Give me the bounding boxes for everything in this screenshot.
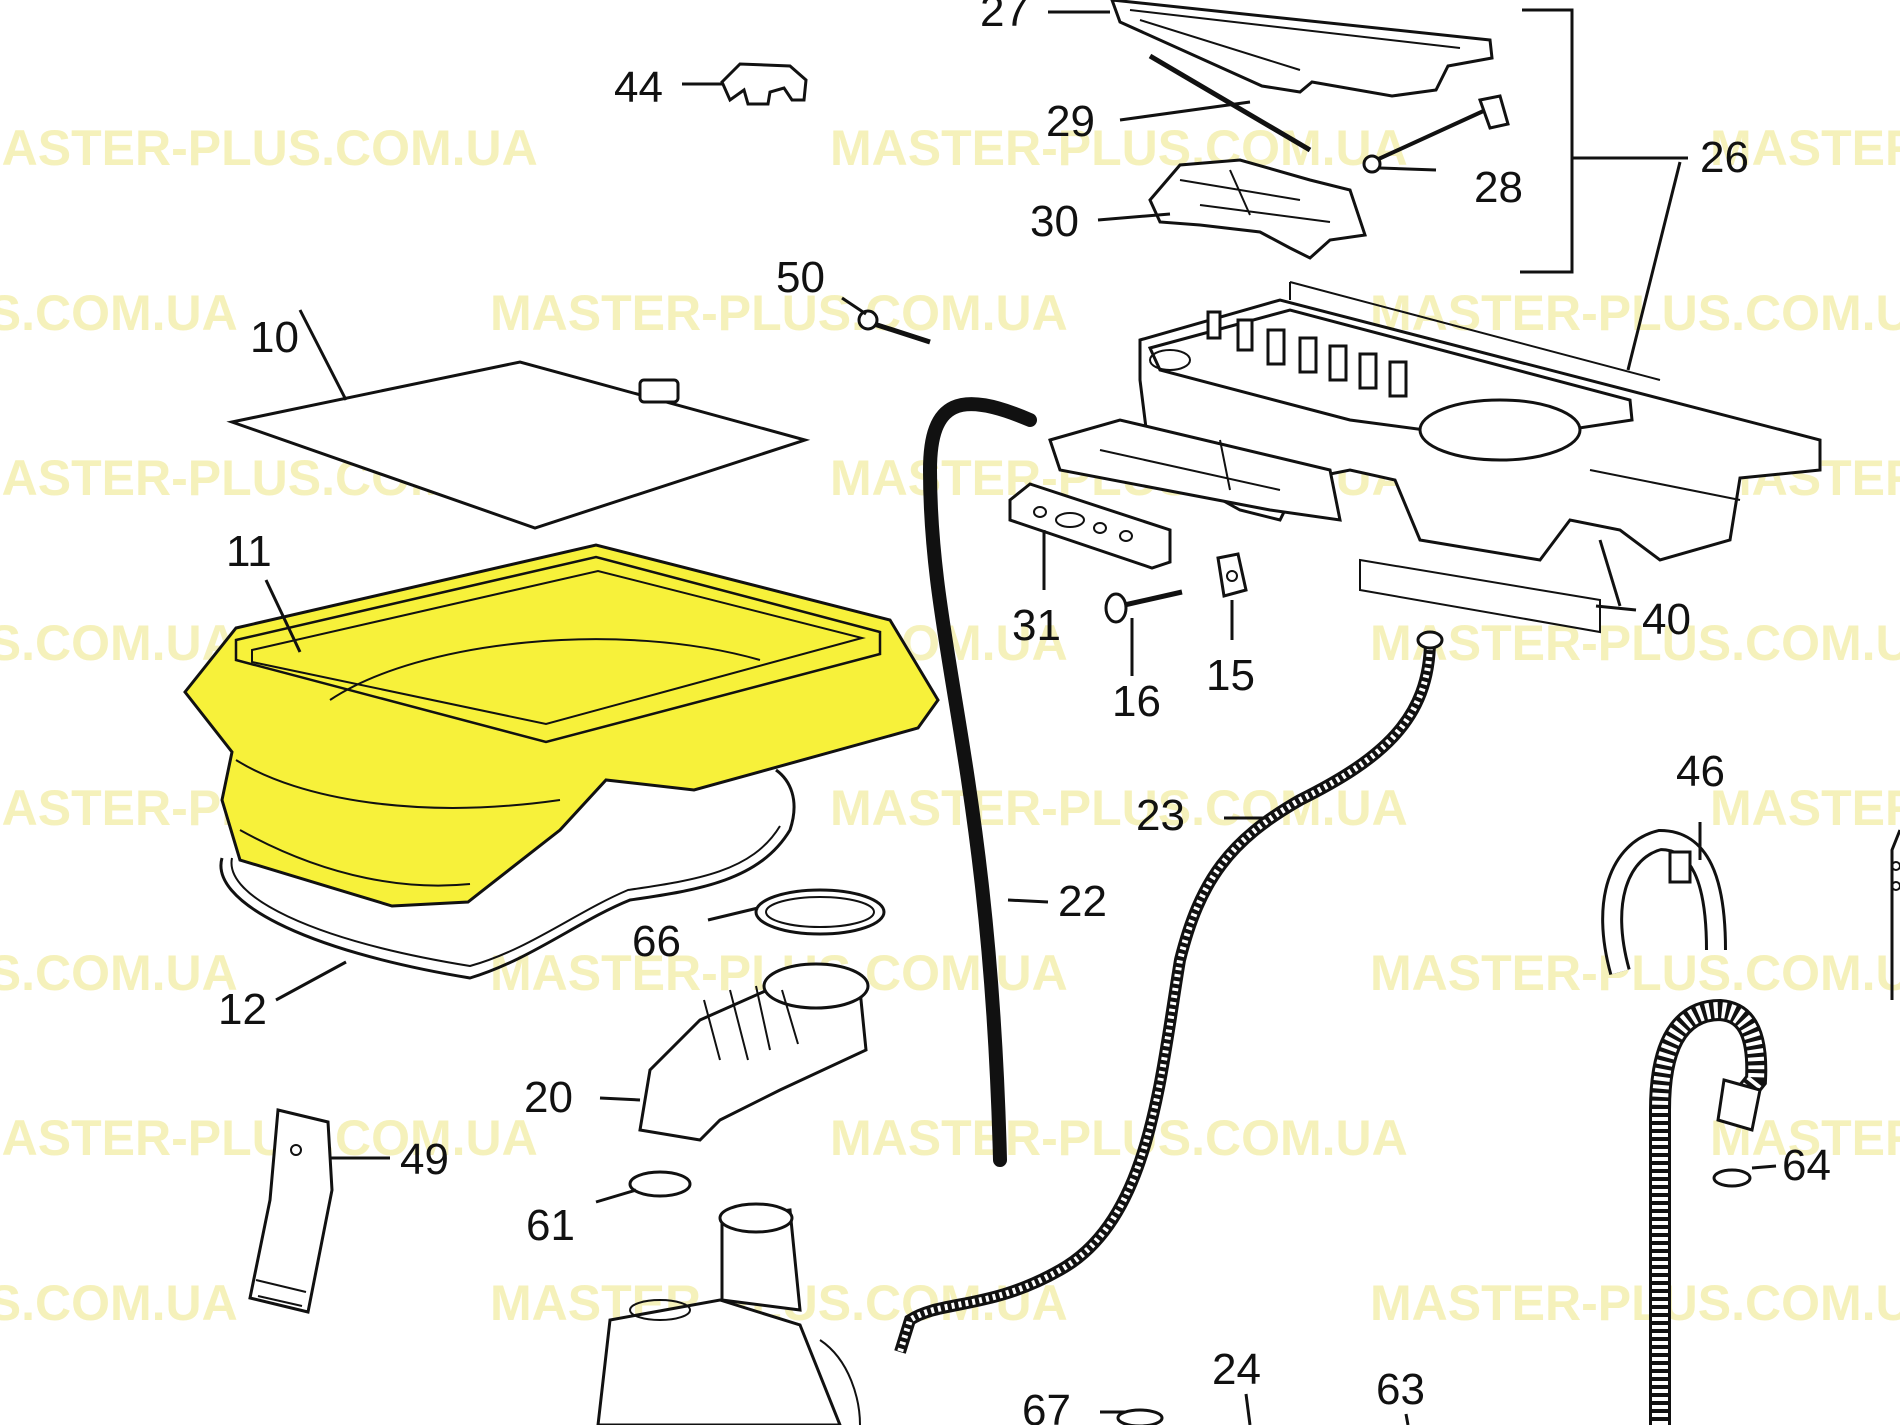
- label-40: 40: [1642, 595, 1691, 644]
- part-20-bellows: [599, 962, 870, 1142]
- label-20: 20: [524, 1073, 573, 1122]
- label-29: 29: [1046, 97, 1095, 146]
- tub-highlight: [183, 543, 940, 908]
- watermark: MASTER-PLUS.COM.UA: [0, 945, 238, 1001]
- label-leaders: [682, 10, 1637, 612]
- part-46-u-hose: [1601, 822, 1727, 975]
- label-61: 61: [526, 1201, 575, 1250]
- part-44-clip: [720, 62, 808, 106]
- watermark: MASTER-PLUS.COM.UA: [0, 120, 538, 176]
- watermark: MASTER-PLUS.COM.UA: [0, 1110, 538, 1166]
- part-29-rod: [1148, 53, 1312, 153]
- bottom-leaders: [1100, 1393, 1410, 1425]
- label-66: 66: [632, 917, 681, 966]
- watermark: MASTER-PLUS.COM.UA: [830, 1110, 1408, 1166]
- part-10-lid: [226, 309, 811, 530]
- label-16: 16: [1112, 677, 1161, 726]
- label-67: 67: [1022, 1386, 1071, 1425]
- part-11-tub-highlighted: [183, 543, 940, 908]
- part-30-valve: [1148, 158, 1367, 260]
- part-28-pin: [1362, 94, 1510, 174]
- part-15-nut: [1216, 552, 1248, 640]
- watermark: MASTER-PLUS.COM.UA: [1370, 615, 1900, 671]
- label-12: 12: [218, 985, 267, 1034]
- label-63: 63: [1376, 1365, 1425, 1414]
- part-61-clamp: [595, 1170, 692, 1204]
- label-15: 15: [1206, 651, 1255, 700]
- watermark: MASTER-PLUS.COM.UA: [0, 1275, 238, 1331]
- watermark: MASTER-PLUS.COM.UA: [830, 120, 1408, 176]
- watermark: MASTER-PLUS.COM.UA: [0, 615, 238, 671]
- label-46: 46: [1676, 747, 1725, 796]
- part-12-seal-ring: [219, 768, 796, 1002]
- watermark: MASTER-PLUS.COM.UA: [1370, 945, 1900, 1001]
- label-50: 50: [776, 253, 825, 302]
- watermark: MASTER-PLUS.COM.UA: [0, 285, 238, 341]
- part-66-clamp: [707, 888, 886, 936]
- pump-housing: [596, 1202, 861, 1425]
- label-64: 64: [1782, 1141, 1831, 1190]
- part-16-screw: [1104, 589, 1183, 676]
- watermark: MASTER-PLUS.COM.UA: [1710, 780, 1900, 836]
- right-edge-part: [1890, 829, 1900, 1000]
- part-27-cover: [1110, 0, 1494, 98]
- label-26: 26: [1700, 133, 1749, 182]
- part-50-screw: [857, 309, 931, 345]
- watermark: MASTER-PLUS.COM.UA: [1370, 285, 1900, 341]
- label-44: 44: [614, 63, 663, 112]
- label-31: 31: [1012, 601, 1061, 650]
- watermark: MASTER-PLUS.COM.UA: [1370, 1275, 1900, 1331]
- part-22-hose: [922, 397, 1049, 1167]
- part-31-switch-strip: [1008, 482, 1172, 590]
- label-49: 49: [400, 1135, 449, 1184]
- watermark: MASTER-PLUS.COM.UA: [1710, 120, 1900, 176]
- label-11: 11: [226, 527, 272, 576]
- part-64-drain-hose: [1649, 998, 1777, 1425]
- label-24: 24: [1212, 1345, 1261, 1394]
- watermark: MASTER-PLUS.COM.UA: [490, 285, 1068, 341]
- part-40-housing: [1048, 281, 1822, 634]
- part-49-bracket: [248, 1108, 390, 1314]
- label-27: 27: [980, 0, 1029, 36]
- part-23-hose: [894, 630, 1444, 1354]
- label-10: 10: [250, 313, 299, 362]
- label-30: 30: [1030, 197, 1079, 246]
- bracket-26: [1520, 8, 1688, 371]
- label-28: 28: [1474, 163, 1523, 212]
- part-number-labels: 27 44 29 28 26 30 50 10 11 40 31 16 15 4…: [218, 0, 1831, 1425]
- label-23: 23: [1136, 791, 1185, 840]
- label-22: 22: [1058, 877, 1107, 926]
